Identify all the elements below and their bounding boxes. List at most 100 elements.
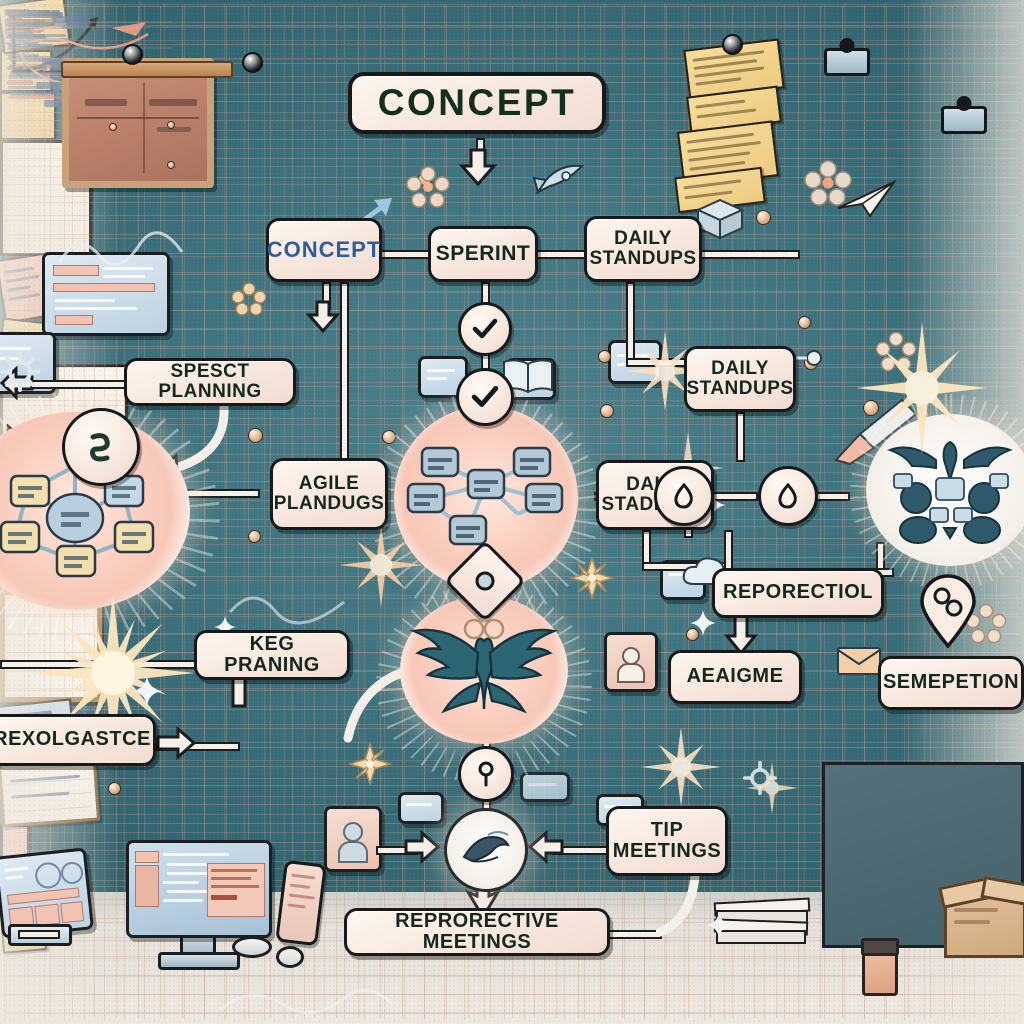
connector <box>690 250 800 259</box>
arrow-down-icon <box>306 300 340 334</box>
bead <box>598 350 611 363</box>
bead <box>108 782 121 795</box>
arrow-down-icon <box>724 614 758 656</box>
node-sperint[interactable]: SPERINT <box>428 226 538 282</box>
marker-check-upper[interactable] <box>458 302 512 356</box>
check-icon <box>471 385 499 407</box>
monitor-base <box>158 952 240 970</box>
node-reporecctiol[interactable]: REPORECTIOL <box>712 568 884 618</box>
paper-stack <box>713 897 811 946</box>
connector <box>340 282 349 462</box>
node-tip-meetings[interactable]: TIP MEETINGS <box>606 806 728 876</box>
clipboard-clip-icon <box>941 106 987 134</box>
arrow-right-icon <box>156 726 196 760</box>
node-label: REPRORECTIVE MEETINGS <box>395 909 559 953</box>
icon-card <box>418 356 468 398</box>
phoenix-bird-illustration <box>409 618 559 714</box>
node-label: SPESCT PLANNING <box>158 360 262 402</box>
marker-drop-left[interactable] <box>654 466 714 526</box>
check-icon <box>472 318 498 339</box>
bird-circle-illustration <box>462 831 510 863</box>
key-icon <box>478 761 494 787</box>
node-agile-plandugs[interactable]: AGILE PLANDUGS <box>270 458 388 530</box>
node-daily-standups-1[interactable]: DAILY STANDUPS <box>584 216 702 282</box>
marker-drop-right[interactable] <box>758 466 818 526</box>
node-reprorective-meetings[interactable]: REPRORECTIVE MEETINGS <box>344 908 610 956</box>
coffee-cup <box>861 938 899 996</box>
node-label: DAILY STANDUPS <box>589 227 697 269</box>
arrow-left-icon <box>0 366 34 400</box>
location-pin-icon <box>920 574 976 649</box>
bottom-bird-circle <box>444 808 528 892</box>
bead <box>248 530 261 543</box>
node-concept-title[interactable]: CONCEPT <box>348 72 606 134</box>
connector <box>736 412 745 462</box>
sticky-cluster-pin <box>722 34 743 55</box>
icon-card <box>520 772 570 802</box>
connector <box>626 282 635 362</box>
ring-icon <box>475 571 495 591</box>
ruled-page-right <box>0 756 101 828</box>
node-concept-left[interactable]: CONCEPT <box>266 218 382 282</box>
bead <box>248 428 263 443</box>
computer-mouse <box>232 936 272 958</box>
node-label: REPORECTIOL <box>723 581 873 604</box>
connector <box>18 930 60 939</box>
node-label: DAILY STANDUPS <box>686 357 794 399</box>
note-pin <box>242 52 263 73</box>
badge-marker[interactable] <box>62 408 140 486</box>
corkboard-top-left <box>61 58 233 188</box>
bead <box>600 404 614 418</box>
right-emblem-circle <box>866 414 1024 566</box>
connector <box>642 562 728 571</box>
droplet-icon <box>778 483 797 509</box>
connector <box>712 492 758 501</box>
icon-card <box>398 792 444 824</box>
bead <box>382 430 396 444</box>
node-label: SPERINT <box>435 241 531 265</box>
desktop-monitor <box>126 840 272 938</box>
bead <box>804 356 818 370</box>
arrow-left-icon <box>528 830 564 864</box>
marker-check-lower[interactable] <box>456 368 514 426</box>
icon-card-person <box>324 806 382 872</box>
arrow-down-icon <box>458 148 498 187</box>
node-rexolgastce[interactable]: REXOLGASTCE <box>0 714 156 766</box>
node-keg-praning[interactable]: KEG PRANING <box>194 630 350 680</box>
node-label: AEAIGME <box>686 665 784 688</box>
arrow-right-icon <box>404 830 440 864</box>
node-aeaigme[interactable]: AEAIGME <box>668 650 802 704</box>
node-label: CONCEPT <box>377 82 577 124</box>
corkboard-pin <box>122 44 143 65</box>
node-label: SEMEPETION <box>882 671 1020 694</box>
node-label: KEG PRANING <box>224 632 320 676</box>
chart-clip-icon <box>824 48 870 76</box>
bead <box>418 172 432 186</box>
connector <box>532 250 592 259</box>
badge-icon <box>90 433 110 462</box>
bead <box>756 210 771 225</box>
marker-location-pin[interactable] <box>918 574 978 649</box>
bead <box>686 628 699 641</box>
node-spesct-planning[interactable]: SPESCT PLANNING <box>124 358 296 406</box>
node-label: TIP MEETINGS <box>612 818 722 862</box>
cardboard-box <box>938 875 1024 958</box>
bead <box>798 316 811 329</box>
connector <box>0 660 196 669</box>
node-daily-standups-2[interactable]: DAILY STANDUPS <box>684 346 796 412</box>
node-label: REXOLGASTCE <box>0 728 151 751</box>
node-label: AGILE PLANDUGS <box>273 472 385 514</box>
icon-card-person <box>604 632 658 692</box>
network-nodes-illustration <box>406 446 564 546</box>
winged-emblem-illustration <box>887 440 1013 544</box>
droplet-icon <box>674 483 693 509</box>
node-label: CONCEPT <box>266 237 382 263</box>
computer-mouse <box>276 946 304 968</box>
marker-ring-diamond[interactable] <box>443 539 527 623</box>
wall-screen-left <box>42 252 170 336</box>
bead <box>863 400 879 416</box>
marker-key-circle[interactable] <box>458 746 514 802</box>
connector <box>724 530 733 570</box>
node-semepetion[interactable]: SEMEPETION <box>878 656 1024 710</box>
